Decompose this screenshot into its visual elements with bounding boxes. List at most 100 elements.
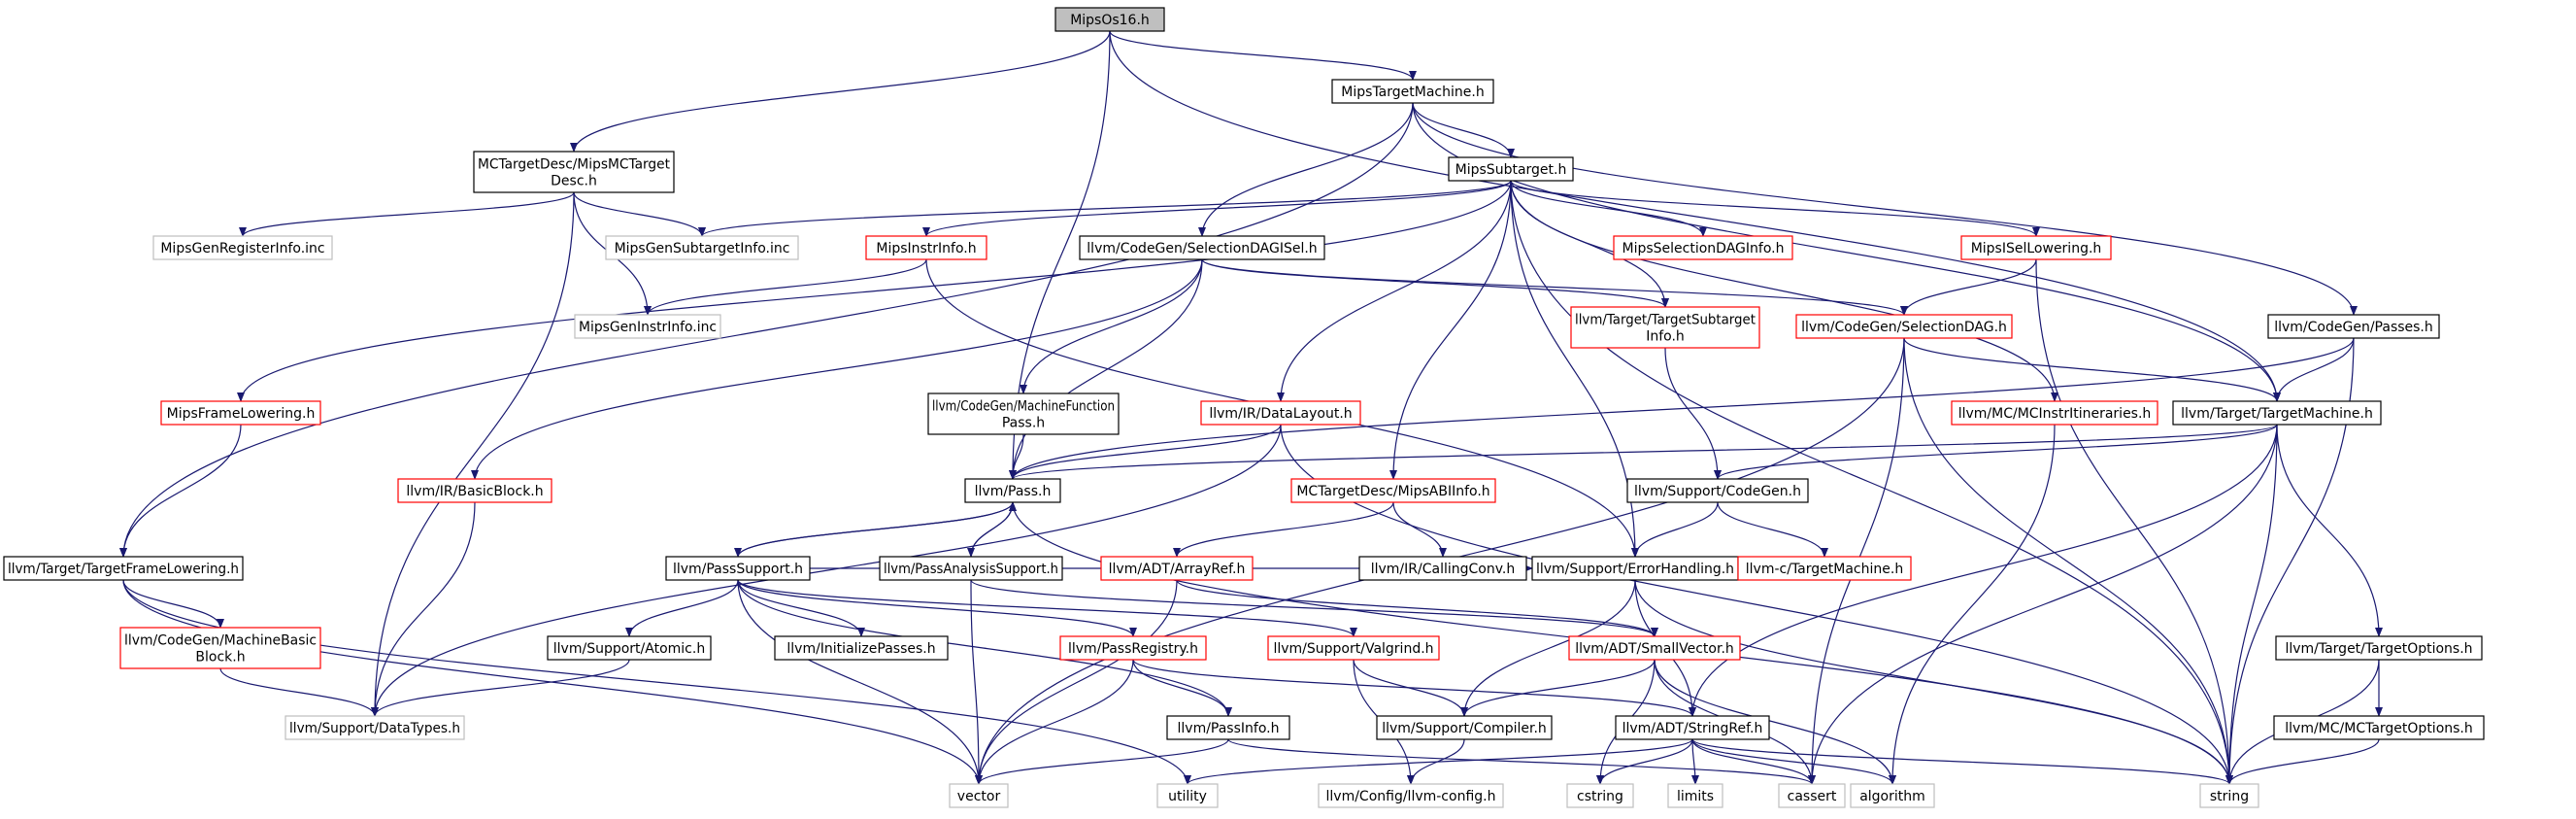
edge-stringref-to-cassert	[1691, 738, 1816, 785]
edge-targetmachine-to-string	[2225, 424, 2278, 785]
edge-machinebasicblock-to-datatypes	[219, 667, 379, 717]
node-box	[1290, 478, 1496, 503]
node-mipsisellowering[interactable]: MipsISelLowering.h	[1960, 235, 2112, 260]
node-mipsgenregisterinfo[interactable]: MipsGenRegisterInfo.inc	[152, 235, 333, 260]
edge-passsupport-to-passregistry	[737, 579, 1137, 637]
node-mipsgensubtargetinfo[interactable]: MipsGenSubtargetInfo.inc	[605, 235, 799, 260]
node-box	[1054, 7, 1165, 32]
node-arrayref[interactable]: llvm/ADT/ArrayRef.h	[1100, 556, 1254, 581]
node-label: Desc.h	[551, 174, 597, 189]
node-box	[949, 783, 1009, 808]
node-box	[119, 627, 321, 669]
node-box	[1566, 783, 1634, 808]
node-stringref[interactable]: llvm/ADT/StringRef.h	[1615, 715, 1770, 740]
node-valgrind[interactable]: llvm/Support/Valgrind.h	[1267, 635, 1440, 661]
node-box	[1318, 783, 1504, 808]
node-label: llvm/PassInfo.h	[1178, 721, 1280, 736]
edge-mipsinstrinfo-to-mipsgeninstrinfo	[644, 258, 927, 316]
node-algorithm[interactable]: algorithm	[1850, 783, 1935, 808]
node-mipstargetmachine[interactable]: MipsTargetMachine.h	[1331, 79, 1494, 104]
node-limits[interactable]: limits	[1667, 783, 1723, 808]
node-mipsselectiondaginfo[interactable]: MipsSelectionDAGInfo.h	[1613, 235, 1793, 260]
node-errorhandling[interactable]: llvm/Support/ErrorHandling.h	[1531, 556, 1739, 581]
node-targetoptions[interactable]: llvm/Target/TargetOptions.h	[2275, 635, 2483, 661]
node-box	[1358, 556, 1527, 581]
node-box	[1448, 156, 1574, 182]
node-passsupport[interactable]: llvm/PassSupport.h	[665, 556, 811, 581]
edge-passinfo-to-vector	[975, 738, 1229, 785]
node-box	[2267, 314, 2440, 339]
node-mipsgeninstrinfo[interactable]: MipsGenInstrInfo.inc	[574, 314, 721, 339]
edge-mipstargetmachine-to-selectiondagisel	[1198, 102, 1414, 237]
node-datatypes[interactable]: llvm/Support/DataTypes.h	[284, 715, 465, 740]
node-mcmctargetoptions[interactable]: llvm/MC/MCTargetOptions.h	[2273, 715, 2485, 740]
node-box	[865, 235, 987, 260]
node-label: cstring	[1577, 789, 1623, 804]
node-box	[1267, 635, 1440, 661]
node-box	[1079, 235, 1325, 260]
node-selectiondag[interactable]: llvm/CodeGen/SelectionDAG.h	[1795, 314, 2013, 339]
node-supportcodegen[interactable]: llvm/Support/CodeGen.h	[1626, 478, 1809, 503]
node-callingconv[interactable]: llvm/IR/CallingConv.h	[1358, 556, 1527, 581]
node-box	[665, 556, 811, 581]
node-mipsabiinfo[interactable]: MCTargetDesc/MipsABIInfo.h	[1290, 478, 1496, 503]
node-utility[interactable]: utility	[1156, 783, 1219, 808]
node-supportatomic[interactable]: llvm/Support/Atomic.h	[547, 635, 712, 661]
node-passanalysissupport[interactable]: llvm/PassAnalysisSupport.h	[879, 556, 1063, 581]
edge-stringref-to-algorithm	[1691, 738, 1896, 785]
node-cassert[interactable]: cassert	[1778, 783, 1846, 808]
edge-passsupport-to-passinfo	[737, 579, 1232, 717]
node-label: llvm/PassAnalysisSupport.h	[884, 562, 1058, 577]
node-codegenpasses[interactable]: llvm/CodeGen/Passes.h	[2267, 314, 2440, 339]
node-targetmachine[interactable]: llvm/Target/TargetMachine.h	[2172, 400, 2382, 426]
node-cstring[interactable]: cstring	[1566, 783, 1634, 808]
node-targetframelowering[interactable]: llvm/Target/TargetFrameLowering.h	[3, 556, 244, 581]
node-label: Pass.h	[1002, 416, 1045, 431]
node-mipsos16[interactable]: MipsOs16.h	[1054, 7, 1165, 32]
node-label: llvm/Support/ErrorHandling.h	[1536, 562, 1734, 577]
edge-mipssubtarget-to-mcinstritineraries	[1510, 180, 2058, 402]
edge-targetmachine-to-cassert	[1808, 424, 2278, 785]
node-label: llvm/Config/llvm-config.h	[1326, 789, 1496, 804]
node-box	[774, 635, 949, 661]
node-mipssubtarget[interactable]: MipsSubtarget.h	[1448, 156, 1574, 182]
node-basicblock[interactable]: llvm/IR/BasicBlock.h	[397, 478, 552, 503]
edge-mipsos16-to-targetmachine	[1109, 30, 2281, 402]
node-initializepasses[interactable]: llvm/InitializePasses.h	[774, 635, 949, 661]
node-pass[interactable]: llvm/Pass.h	[964, 478, 1061, 503]
node-label: llvm/IR/CallingConv.h	[1371, 562, 1516, 577]
node-string[interactable]: string	[2199, 783, 2259, 808]
node-label: MipsISelLowering.h	[1971, 241, 2102, 256]
edge-mipssubtarget-to-mipsframelowering	[237, 180, 1512, 402]
node-label: algorithm	[1859, 789, 1925, 804]
node-passinfo[interactable]: llvm/PassInfo.h	[1166, 715, 1290, 740]
node-label: llvm/Support/Atomic.h	[553, 641, 705, 657]
node-passregistry[interactable]: llvm/PassRegistry.h	[1059, 635, 1207, 661]
edge-targetframelowering-to-machinebasicblock	[122, 579, 224, 629]
edge-smallvector-to-algorithm	[1654, 659, 1896, 785]
node-box	[160, 400, 321, 426]
edge-mcmipsmctargetdesc-to-datatypes	[371, 191, 575, 717]
node-box	[1331, 79, 1494, 104]
node-mcinstritineraries[interactable]: llvm/MC/MCInstrItineraries.h	[1951, 400, 2158, 426]
edge-datalayout-to-datatypes	[371, 424, 1282, 717]
node-label: llvm/PassSupport.h	[673, 562, 803, 577]
node-label: Block.h	[195, 650, 245, 665]
node-label: llvm/Target/TargetOptions.h	[2285, 641, 2472, 657]
edge-mipsisellowering-to-string	[2035, 258, 2233, 785]
node-selectiondagisel[interactable]: llvm/CodeGen/SelectionDAGISel.h	[1079, 235, 1325, 260]
node-ctargetmachine[interactable]: llvm-c/TargetMachine.h	[1737, 556, 1912, 581]
node-smallvector[interactable]: llvm/ADT/SmallVector.h	[1568, 635, 1741, 661]
node-mipsinstrinfo[interactable]: MipsInstrInfo.h	[865, 235, 987, 260]
node-llvmconfig[interactable]: llvm/Config/llvm-config.h	[1318, 783, 1504, 808]
node-box	[2275, 635, 2483, 661]
node-vector[interactable]: vector	[949, 783, 1009, 808]
node-mipsframelowering[interactable]: MipsFrameLowering.h	[160, 400, 321, 426]
node-datalayout[interactable]: llvm/IR/DataLayout.h	[1200, 400, 1361, 426]
node-label: llvm/Pass.h	[975, 484, 1052, 499]
node-compiler[interactable]: llvm/Support/Compiler.h	[1376, 715, 1553, 740]
